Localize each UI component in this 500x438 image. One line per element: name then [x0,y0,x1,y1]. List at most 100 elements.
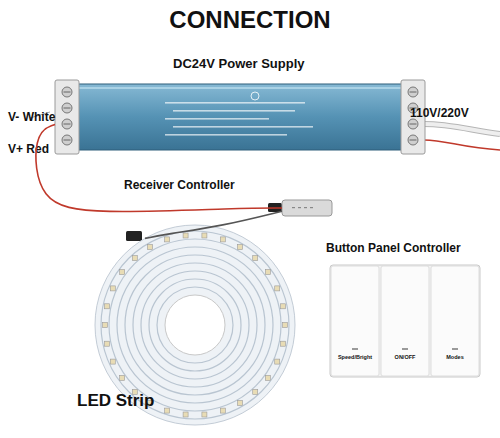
psu-body [77,84,403,150]
receiver-mark [310,207,313,208]
led-chip [283,323,288,328]
strip-winding [157,287,233,363]
receiver-controller: Receiver Controller [282,200,332,216]
led-chip [110,286,115,291]
strip-winding [125,255,265,395]
node-heading: Receiver Controller [124,178,235,192]
terminal-screw [408,119,418,129]
terminal-screw [408,87,418,97]
button-indicator [452,348,458,350]
button-face [331,266,379,376]
strip-winding [109,239,281,411]
strip-winding [149,279,241,371]
led-chip [265,270,270,275]
screw-slot [410,124,417,125]
terminal-screw [408,135,418,145]
screw-slot [410,140,417,141]
node-shape [55,80,425,154]
led-chip [275,286,280,291]
receiver-body [282,200,332,216]
reel-hub [165,295,225,355]
led-chip [104,341,109,346]
receiver-plug [268,203,282,212]
led-chip [202,233,207,238]
screw-slot [64,92,71,93]
led-chip [183,412,188,417]
ac-wire [424,140,500,150]
button-label: ON/OFF [381,354,429,360]
psu-highlight [77,87,403,89]
wire-label: V+ Red [8,142,49,156]
panel-button: ON/OFF [381,266,429,376]
button-indicator [352,348,358,350]
sticker-line [173,126,313,128]
strip-winding [133,263,257,387]
strip-winding [141,271,249,379]
button-label: Modes [431,354,479,360]
button-panel: Button Panel ControllerSpeed/BrightON/OF… [330,265,480,377]
ac-cable [424,124,500,134]
wire-label: V- White [8,110,55,124]
led-chip [281,341,286,346]
led-strip-reel: LED Strip [95,225,295,425]
screw-slot [64,140,71,141]
sticker-logo [251,92,259,100]
power-supply: DC24V Power Supply [55,80,425,154]
wire-label: 110V/220V [410,106,469,120]
led-chip [253,389,258,394]
led-chip [253,256,258,261]
sticker-line [165,134,287,136]
panel-frame [330,265,480,377]
strip-plug [126,231,142,241]
button-face [431,266,479,376]
led-chip [103,323,108,328]
led-chip [275,359,280,364]
button-indicator [402,348,408,350]
panel-button: Modes [431,266,479,376]
wire-connector [36,124,282,211]
receiver-mark [292,207,295,208]
terminal-screw [62,87,72,97]
panel-button: Speed/Bright [331,266,379,376]
led-chip [238,400,243,405]
screw-slot [410,92,417,93]
sticker-line [165,102,305,104]
led-chip [120,375,125,380]
led-chip [132,256,137,261]
ac-cable-outline [424,124,500,134]
led-chip [165,237,170,242]
receiver-mark [304,207,307,208]
screw-slot [64,124,71,125]
led-chip [183,233,188,238]
terminal-screw [62,103,72,113]
node-heading: Button Panel Controller [326,241,461,255]
led-chip [165,408,170,413]
led-chip [220,237,225,242]
diagram-title: CONNECTION [0,6,500,34]
button-face [381,266,429,376]
led-chip [265,375,270,380]
node-shape [282,200,332,216]
receiver-mark [298,207,301,208]
led-chip [148,245,153,250]
sticker-line [173,110,295,112]
screw-slot [64,108,71,109]
led-chip [220,408,225,413]
terminal-screw [62,119,72,129]
terminal-screw [62,135,72,145]
led-chip [281,304,286,309]
node-heading: LED Strip [77,391,154,411]
wire-connector [145,211,282,238]
sticker-line [165,118,269,120]
led-chip [110,359,115,364]
led-chip [104,304,109,309]
led-chip [202,412,207,417]
strip-winding [101,231,289,419]
strip-winding [117,247,273,403]
button-label: Speed/Bright [331,354,379,360]
node-heading: DC24V Power Supply [173,56,304,71]
led-chip [120,270,125,275]
terminal-block [55,80,79,154]
led-chip [238,245,243,250]
